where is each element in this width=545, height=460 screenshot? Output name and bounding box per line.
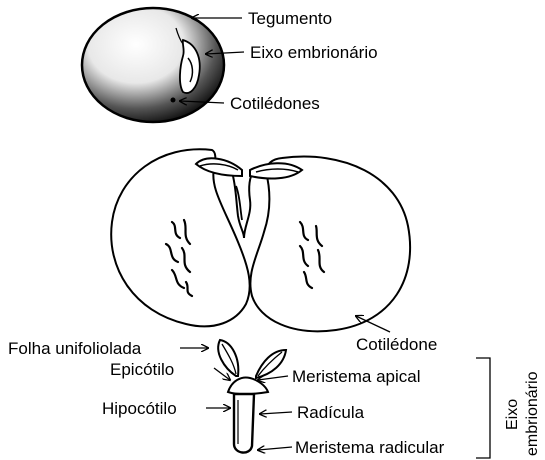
label-epicotilo: Epicótilo [110,360,174,379]
label-eixo-side-1: Eixo [504,399,521,430]
arrow-radicula [260,412,292,414]
label-meristema-radicular: Meristema radicular [295,438,445,457]
arrow-meristema-radicular [258,447,292,450]
label-tegumento: Tegumento [248,9,332,28]
label-radicula: Radícula [297,403,365,422]
opened-seed [111,149,410,331]
label-folha-unifoliolada: Folha unifoliolada [8,339,142,358]
isolated-embryo [218,340,286,453]
label-cotiledone: Cotilédone [356,335,437,354]
cotyledon-right [250,157,410,332]
label-eixo-side-2: embrionário [524,371,541,456]
hypocotyl-radicle [234,394,254,453]
label-hipocotilo: Hipocótilo [102,399,177,418]
label-meristema-apical: Meristema apical [292,367,421,386]
whole-seed [82,8,224,122]
eixo-bracket [476,358,490,458]
embryo-stem [232,170,254,238]
label-cotiledones: Cotilédones [230,94,320,113]
label-eixo-embrionario: Eixo embrionário [250,43,378,62]
